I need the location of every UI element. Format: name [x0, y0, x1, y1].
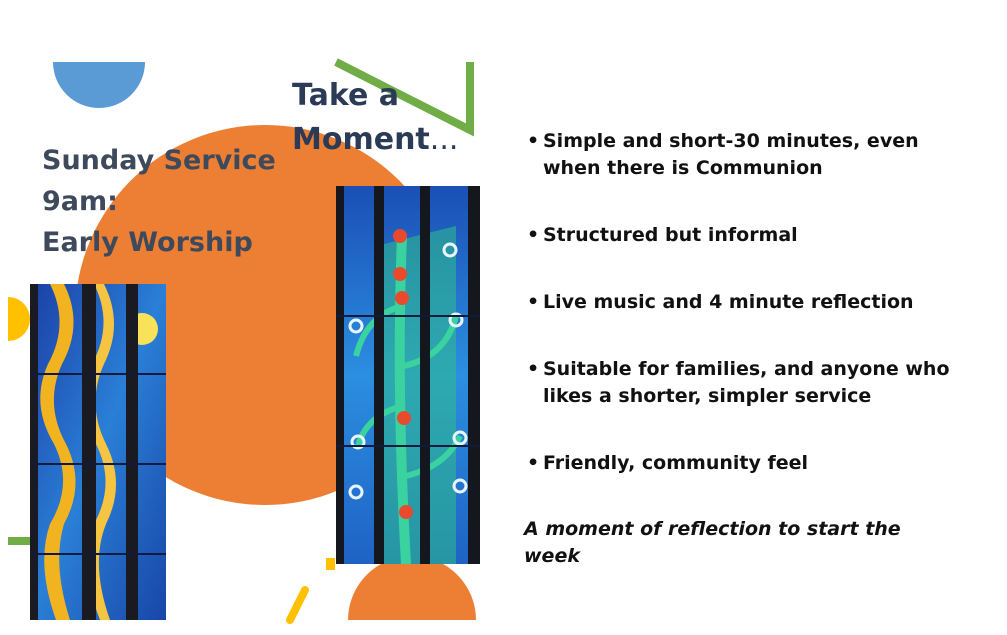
bullet-text-line: Structured but informal	[543, 224, 798, 246]
bullet-text-line: Suitable for families, and anyone who	[543, 358, 950, 380]
service-title-line-2: 9am:	[42, 186, 118, 217]
service-title-line-1: Sunday Service	[42, 145, 276, 176]
bullet-dot: •	[527, 224, 540, 246]
bullet-dot: •	[527, 358, 540, 380]
moment-word: Moment	[292, 122, 430, 157]
service-title: Sunday Service 9am: Early Worship	[42, 140, 276, 263]
blue-semicircle	[53, 62, 145, 108]
bottom-orange-circle	[348, 556, 476, 620]
yellow-semicircle	[8, 297, 30, 341]
yellow-dash	[326, 558, 335, 570]
tagline-line-1: A moment of reflection to start the	[524, 518, 901, 540]
bullet-item: • Live music and 4 minute reflection	[527, 289, 967, 316]
bullet-text-line: Friendly, community feel	[543, 452, 809, 474]
bullet-text-line: Simple and short-30 minutes, even	[543, 130, 919, 152]
yellow-arc	[286, 586, 309, 624]
take-a-moment-title: Take a Moment...	[292, 74, 458, 162]
service-title-line-3: Early Worship	[42, 227, 253, 258]
bullet-text-line: Live music and 4 minute reflection	[543, 291, 914, 313]
bullet-item: • Structured but informal	[527, 222, 967, 249]
bullet-text-line: likes a shorter, simpler service	[543, 385, 872, 407]
feature-bullet-list: • Simple and short-30 minutes, even when…	[527, 128, 967, 517]
bullet-dot: •	[527, 452, 540, 474]
bullet-text-line: when there is Communion	[543, 157, 823, 179]
right-stained-glass-image	[336, 186, 480, 564]
reflection-tagline: A moment of reflection to start the week	[524, 516, 924, 570]
left-stained-glass-image	[30, 284, 166, 620]
bullet-item: • Suitable for families, and anyone who …	[527, 356, 967, 410]
bullet-dot: •	[527, 291, 540, 313]
take-a-moment-line-2: Moment...	[292, 118, 458, 162]
green-angle-line	[334, 58, 474, 137]
bullet-item: • Friendly, community feel	[527, 450, 967, 477]
bullet-dot: •	[527, 130, 540, 152]
title-ellipsis: ...	[429, 122, 459, 157]
green-bar-left	[8, 537, 38, 545]
tagline-line-2: week	[524, 545, 580, 567]
take-a-moment-line-1: Take a	[292, 78, 400, 113]
bullet-item: • Simple and short-30 minutes, even when…	[527, 128, 967, 182]
